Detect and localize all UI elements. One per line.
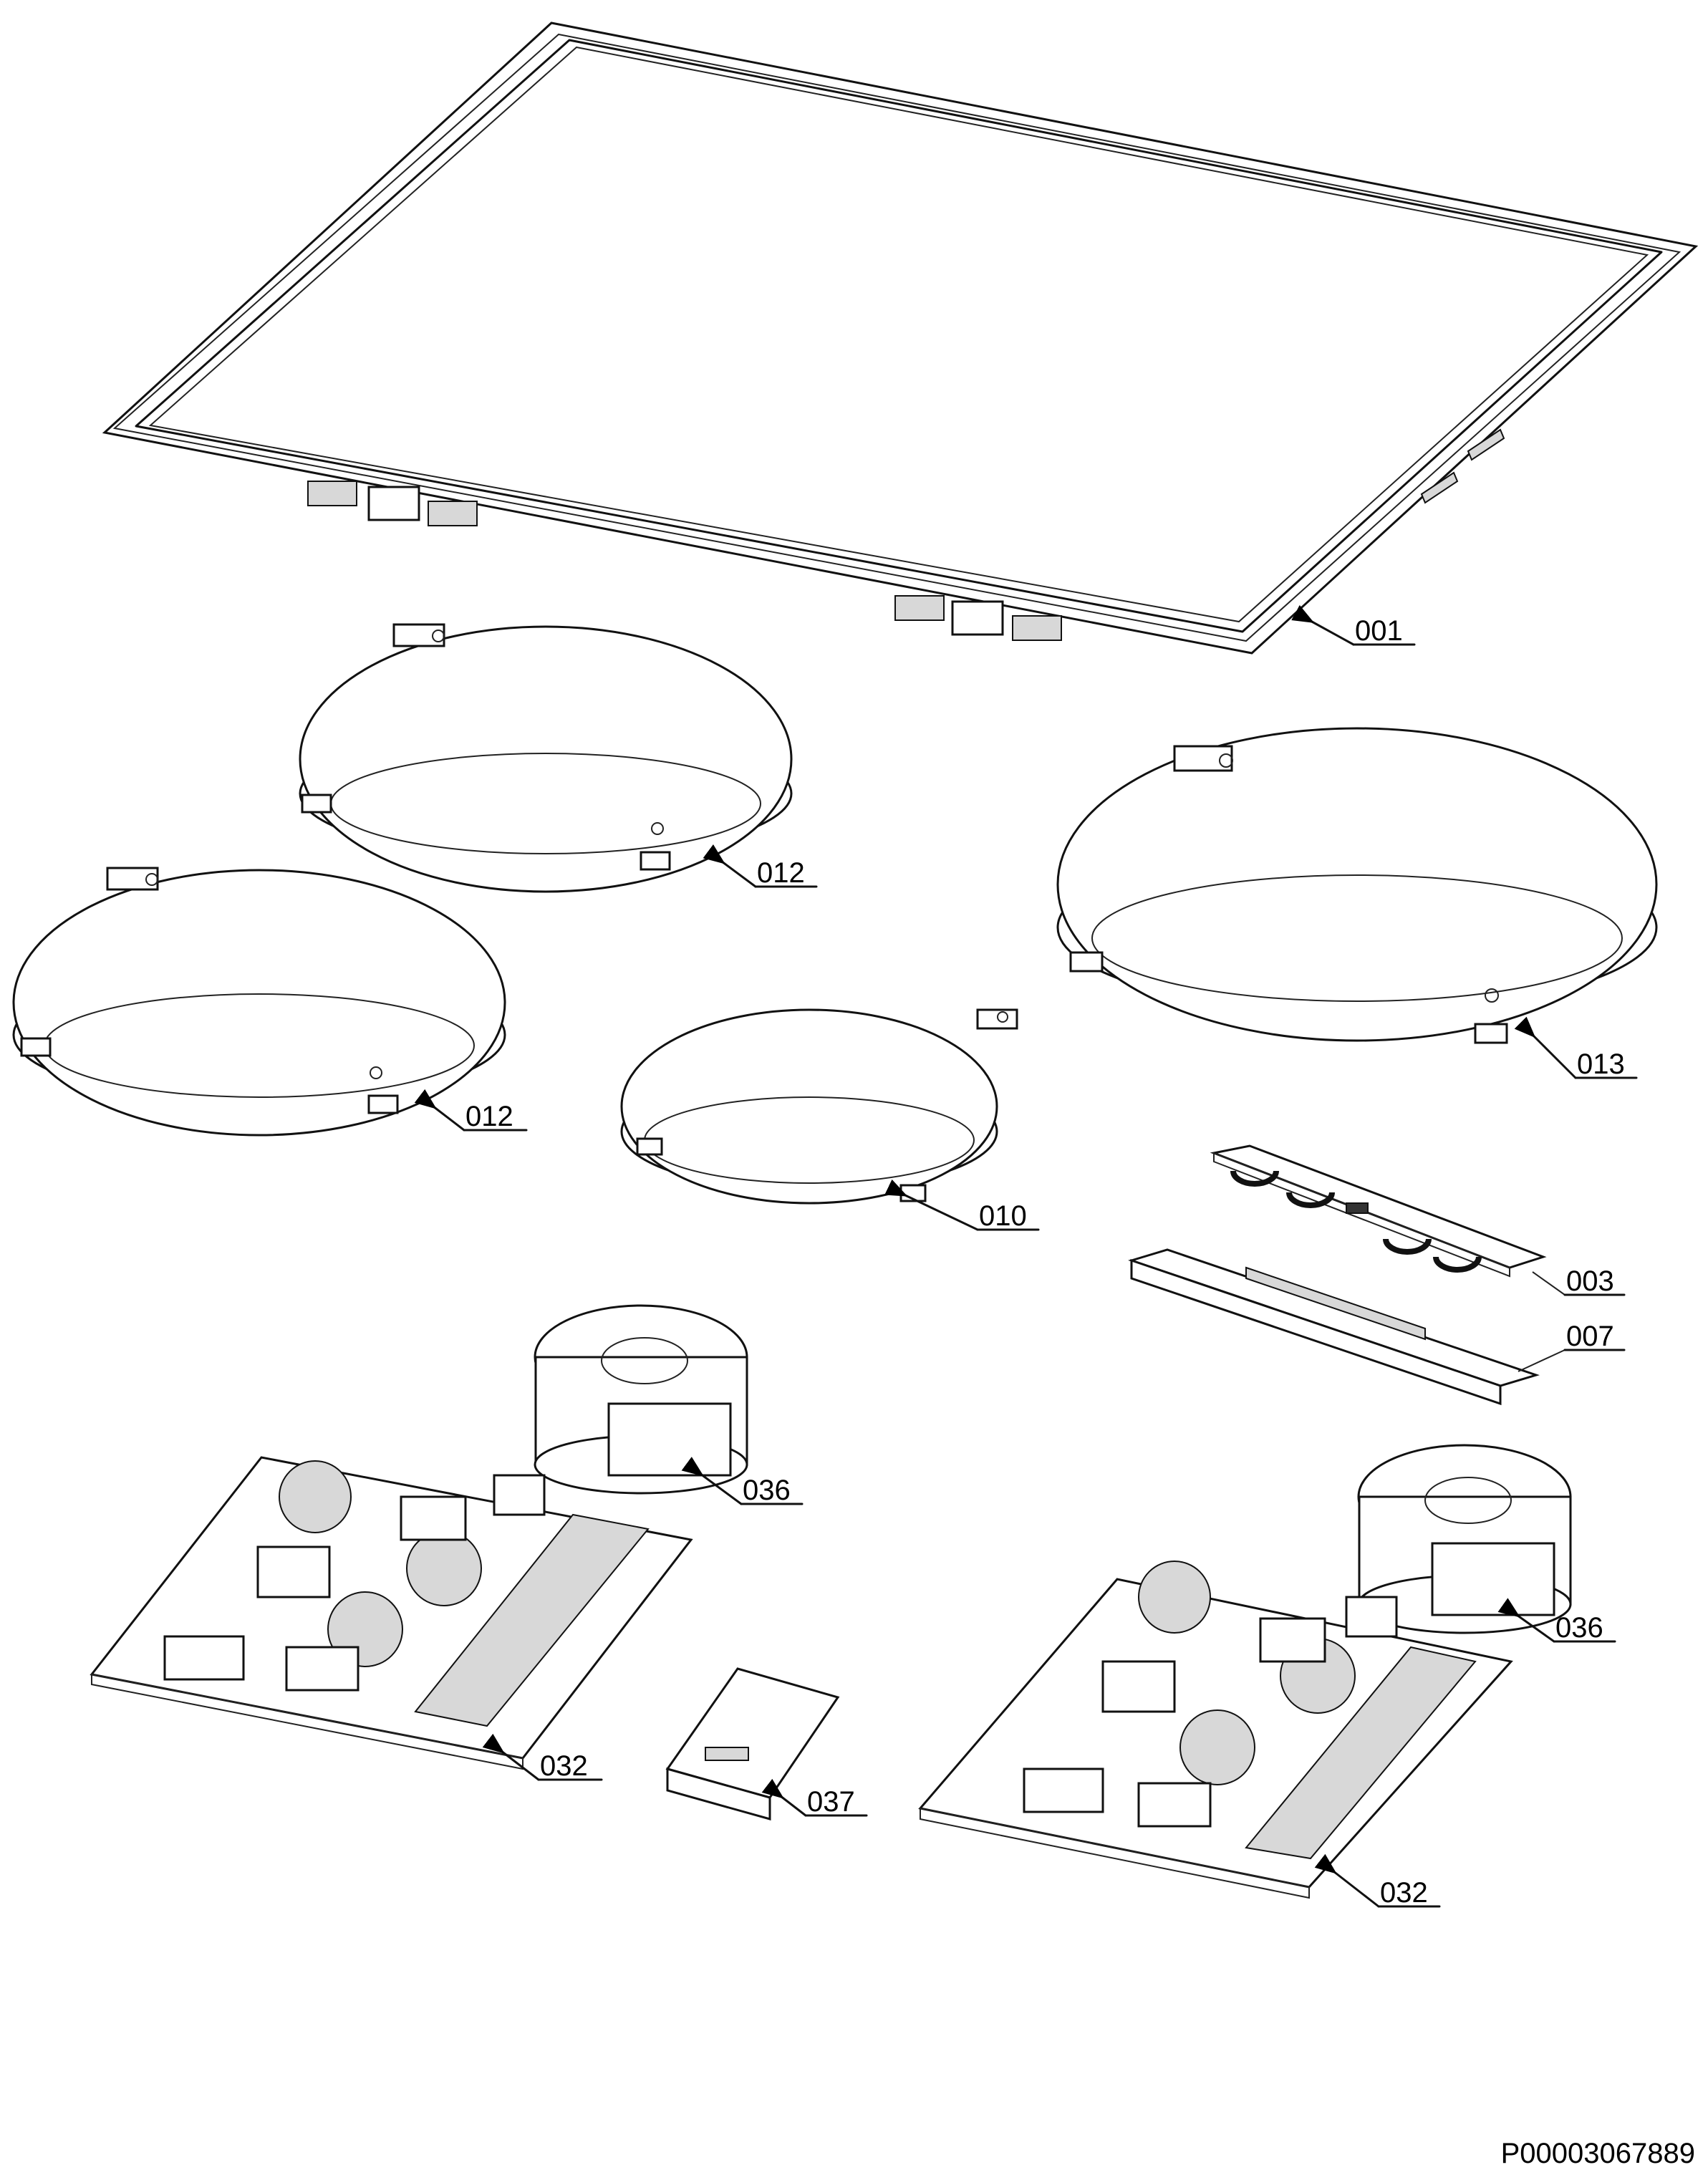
callout-label: 036 <box>743 1475 791 1506</box>
cooling-fan-left <box>534 1304 748 1495</box>
callout-001: 001 <box>1291 604 1416 647</box>
callout-013: 013 <box>1514 1016 1638 1080</box>
callout-036-left: 036 <box>681 1457 804 1506</box>
induction-coil-large <box>1056 727 1658 1044</box>
power-board-right <box>918 1561 1513 1899</box>
control-board <box>1210 1144 1547 1278</box>
callout-label: 001 <box>1355 615 1403 647</box>
callout-003: 003 <box>1532 1265 1626 1297</box>
callout-label: 036 <box>1555 1612 1603 1644</box>
callout-036-right: 036 <box>1497 1598 1616 1644</box>
callout-007: 007 <box>1518 1321 1626 1372</box>
callout-label: 010 <box>979 1200 1027 1232</box>
callout-032-left: 032 <box>482 1733 603 1782</box>
callout-label: 012 <box>757 857 805 889</box>
control-carrier <box>1128 1248 1540 1406</box>
induction-coil-upper <box>299 623 793 893</box>
glass-top-frame <box>102 21 1699 655</box>
cooling-fan-right <box>1357 1444 1572 1634</box>
induction-coil-small <box>620 1008 1018 1205</box>
callout-label: 037 <box>807 1786 855 1818</box>
callout-label: 007 <box>1566 1321 1614 1352</box>
callout-010: 010 <box>884 1179 1040 1232</box>
document-id: P00003067889 <box>1500 2138 1695 2169</box>
callout-label: 032 <box>1380 1877 1428 1909</box>
callout-label: 012 <box>465 1101 513 1132</box>
callout-label: 032 <box>540 1750 588 1782</box>
callout-012-left: 012 <box>414 1089 528 1132</box>
callout-037: 037 <box>761 1778 868 1818</box>
induction-coil-left <box>12 867 506 1137</box>
filter-module <box>665 1667 840 1820</box>
callout-label: 003 <box>1566 1265 1614 1297</box>
callout-032-right: 032 <box>1314 1853 1441 1909</box>
power-board-left <box>90 1456 693 1770</box>
callout-label: 013 <box>1577 1048 1625 1080</box>
callout-012-upper: 012 <box>703 844 818 889</box>
